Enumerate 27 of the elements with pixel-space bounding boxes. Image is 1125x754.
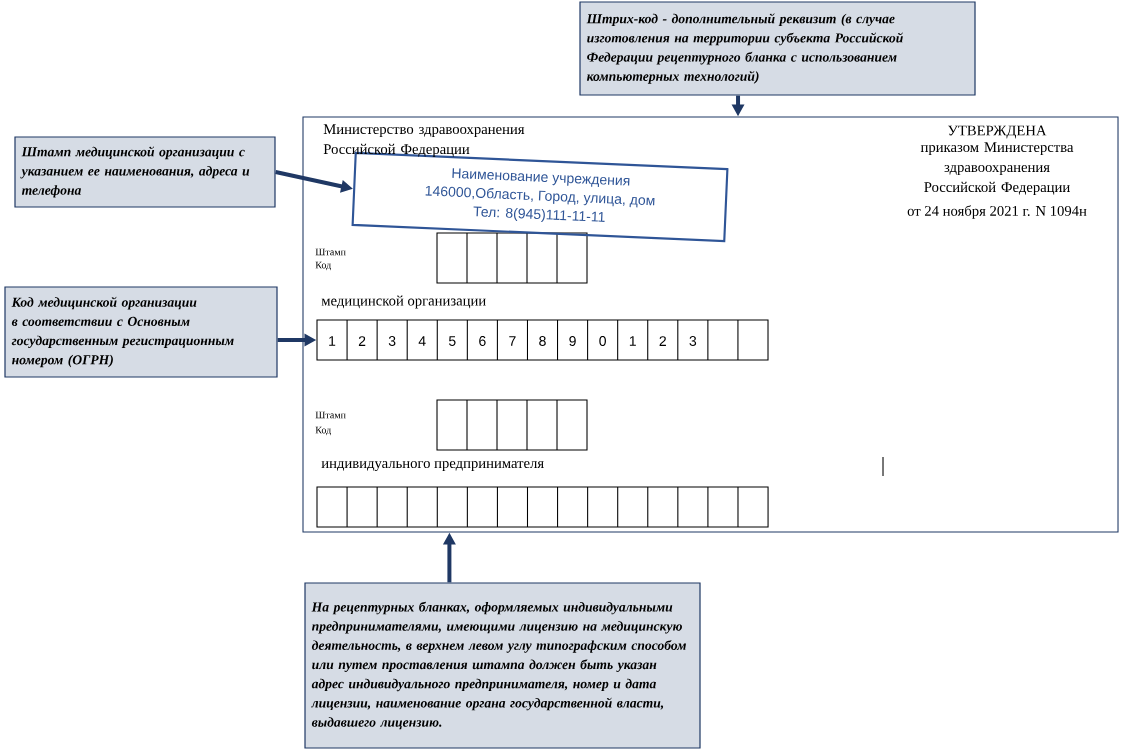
digit: 8 (539, 336, 546, 346)
form-text: индивидуального предпринимателя (321, 461, 544, 472)
callout-box: Штамп медицинской организации с указанием ее наименования, адреса и телефона (14, 136, 276, 208)
form-text: от 24 ноября 2021 г. N 1094н (907, 205, 1087, 219)
field-label: Штамп (315, 248, 346, 256)
code-grid (316, 319, 769, 361)
digit: 7 (509, 336, 516, 346)
digit: 9 (569, 336, 576, 346)
digit: 2 (659, 336, 666, 346)
callout-box: Код медицинской организации в соответствии с Основным государственным регистрационным номером (ОГРН) (4, 286, 278, 378)
field-label: Штамп (315, 411, 346, 419)
form-text: УТВЕРЖДЕНА (947, 125, 1047, 139)
callout-box: На рецептурных бланках, оформляемых индивидуальными предпринимателями, имеющими лицензию на медицинскую деятельность, в верхнем левом углу типографским способом или путем проставления штампа должен быть указан адрес индивидуального предпринимателя, номер и дата лицензии, наименование органа государственной власти, выдавшего лицензию. (304, 582, 701, 749)
digit: 3 (689, 336, 697, 346)
digit: 2 (358, 336, 366, 346)
digit: 4 (418, 336, 426, 346)
field-label: Код (315, 426, 331, 436)
callout-box: Штрих-код - дополнительный реквизит (в случае изготовления на территории субъекта Российской Федерации рецептурного бланка с использованием компьютерных технологий) (579, 1, 976, 96)
digit: 1 (329, 336, 336, 346)
digit: 6 (479, 336, 486, 346)
form-sheet (302, 116, 1119, 533)
digit: 3 (388, 336, 396, 346)
digit: 1 (629, 336, 636, 346)
digit: 5 (448, 336, 456, 346)
digit: 0 (599, 336, 606, 346)
field-label: Код (315, 261, 331, 271)
form-text: приказом Министерства здравоохранения Российской Федерации (920, 142, 1074, 195)
